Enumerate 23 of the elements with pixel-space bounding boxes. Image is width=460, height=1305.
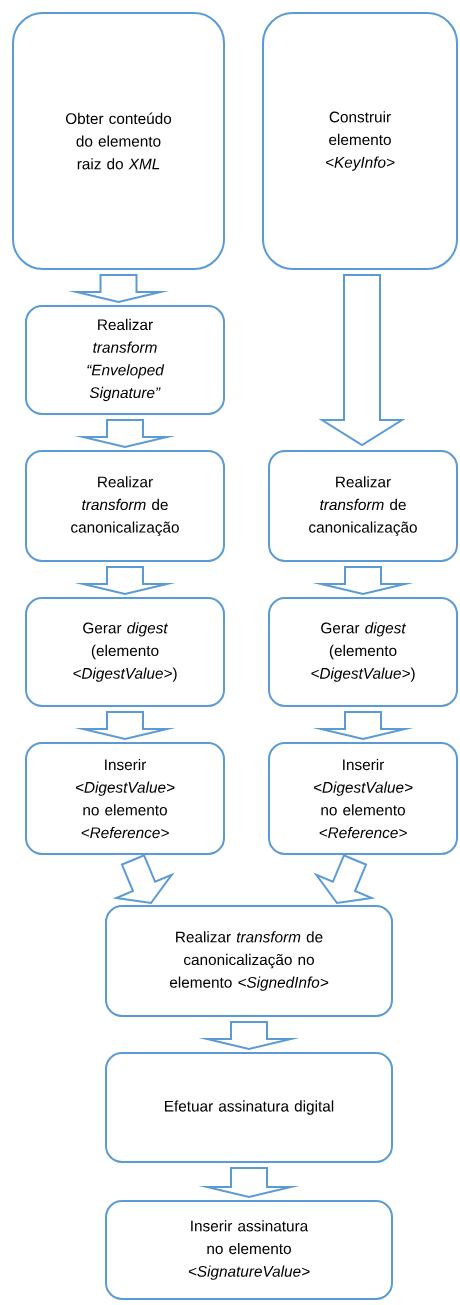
block-arrow	[312, 566, 414, 596]
block-arrow	[74, 566, 176, 596]
process-box: Gerar digest (elemento <DigestValue>)	[25, 597, 225, 707]
process-box: Realizar transform “Enveloped Signature”	[25, 305, 225, 415]
process-box: Efetuar assinatura digital	[105, 1052, 393, 1163]
block-arrow	[74, 711, 176, 741]
process-box: Obter conteúdo do elemento raiz do XML	[12, 12, 225, 270]
block-arrow	[313, 854, 376, 905]
process-box: Construir elemento <KeyInfo>	[262, 12, 458, 270]
process-box: Inserir <DigestValue> no elemento <Reference>	[268, 742, 458, 855]
block-arrow	[198, 1021, 300, 1051]
block-arrow	[318, 274, 406, 447]
block-arrow	[112, 854, 175, 905]
block-arrow	[74, 419, 176, 449]
process-box: Gerar digest (elemento <DigestValue>)	[268, 597, 458, 707]
process-box: Realizar transform de canonicalização	[25, 450, 225, 562]
block-arrow	[68, 274, 169, 304]
process-box: Inserir assinatura no elemento <SignatureValue>	[105, 1200, 393, 1300]
process-box: Inserir <DigestValue> no elemento <Reference>	[25, 742, 225, 855]
process-box: Realizar transform de canonicalização	[268, 450, 458, 562]
block-arrow	[198, 1167, 300, 1199]
process-box: Realizar transform de canonicalização no elemento <SignedInfo>	[105, 905, 393, 1017]
block-arrow	[312, 711, 414, 741]
